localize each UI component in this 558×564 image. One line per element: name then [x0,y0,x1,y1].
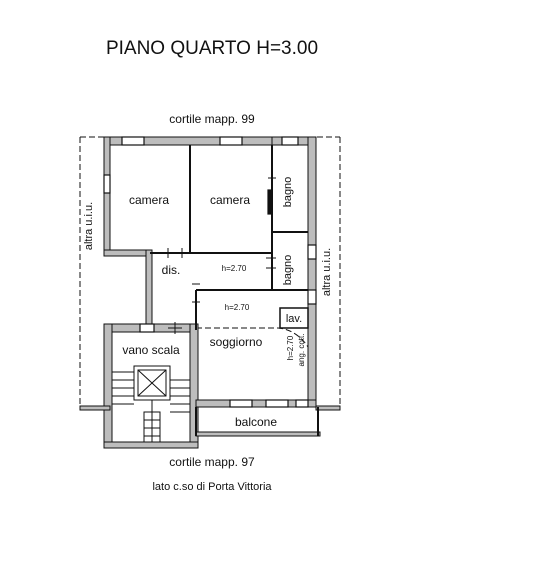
label-cortile-north: cortile mapp. 99 [169,112,255,126]
interior-walls [150,145,319,436]
label-cortile-south: cortile mapp. 97 [169,455,255,469]
label-soggiorno: soggiorno [210,335,263,349]
label-balcone: balcone [235,415,277,429]
walls [79,136,341,449]
wall-ticks [167,177,276,334]
label-bagno-1: bagno [282,177,294,208]
label-camera-1: camera [129,193,169,207]
label-h-dis: h=2.70 [222,264,247,273]
label-dis: dis. [162,263,181,277]
label-camera-2: camera [210,193,250,207]
label-vano-scala: vano scala [122,343,180,357]
boundary-dashed-lines [79,136,341,411]
label-altra-uiu-east: altra u.i.u. [321,248,333,296]
label-lav: lav. [286,313,302,325]
label-street: lato c.so di Porta Vittoria [152,481,272,493]
label-ang-cott: ang. cott. [297,334,306,367]
plan-title: PIANO QUARTO H=3.00 [106,38,318,59]
label-h-soggiorno: h=2.70 [225,303,250,312]
label-altra-uiu-west: altra u.i.u. [83,202,95,250]
label-bagno-2: bagno [282,255,294,286]
label-h-ang-cott: h=2.70 [286,335,295,360]
openings [103,136,317,408]
stair-detail [112,365,190,443]
